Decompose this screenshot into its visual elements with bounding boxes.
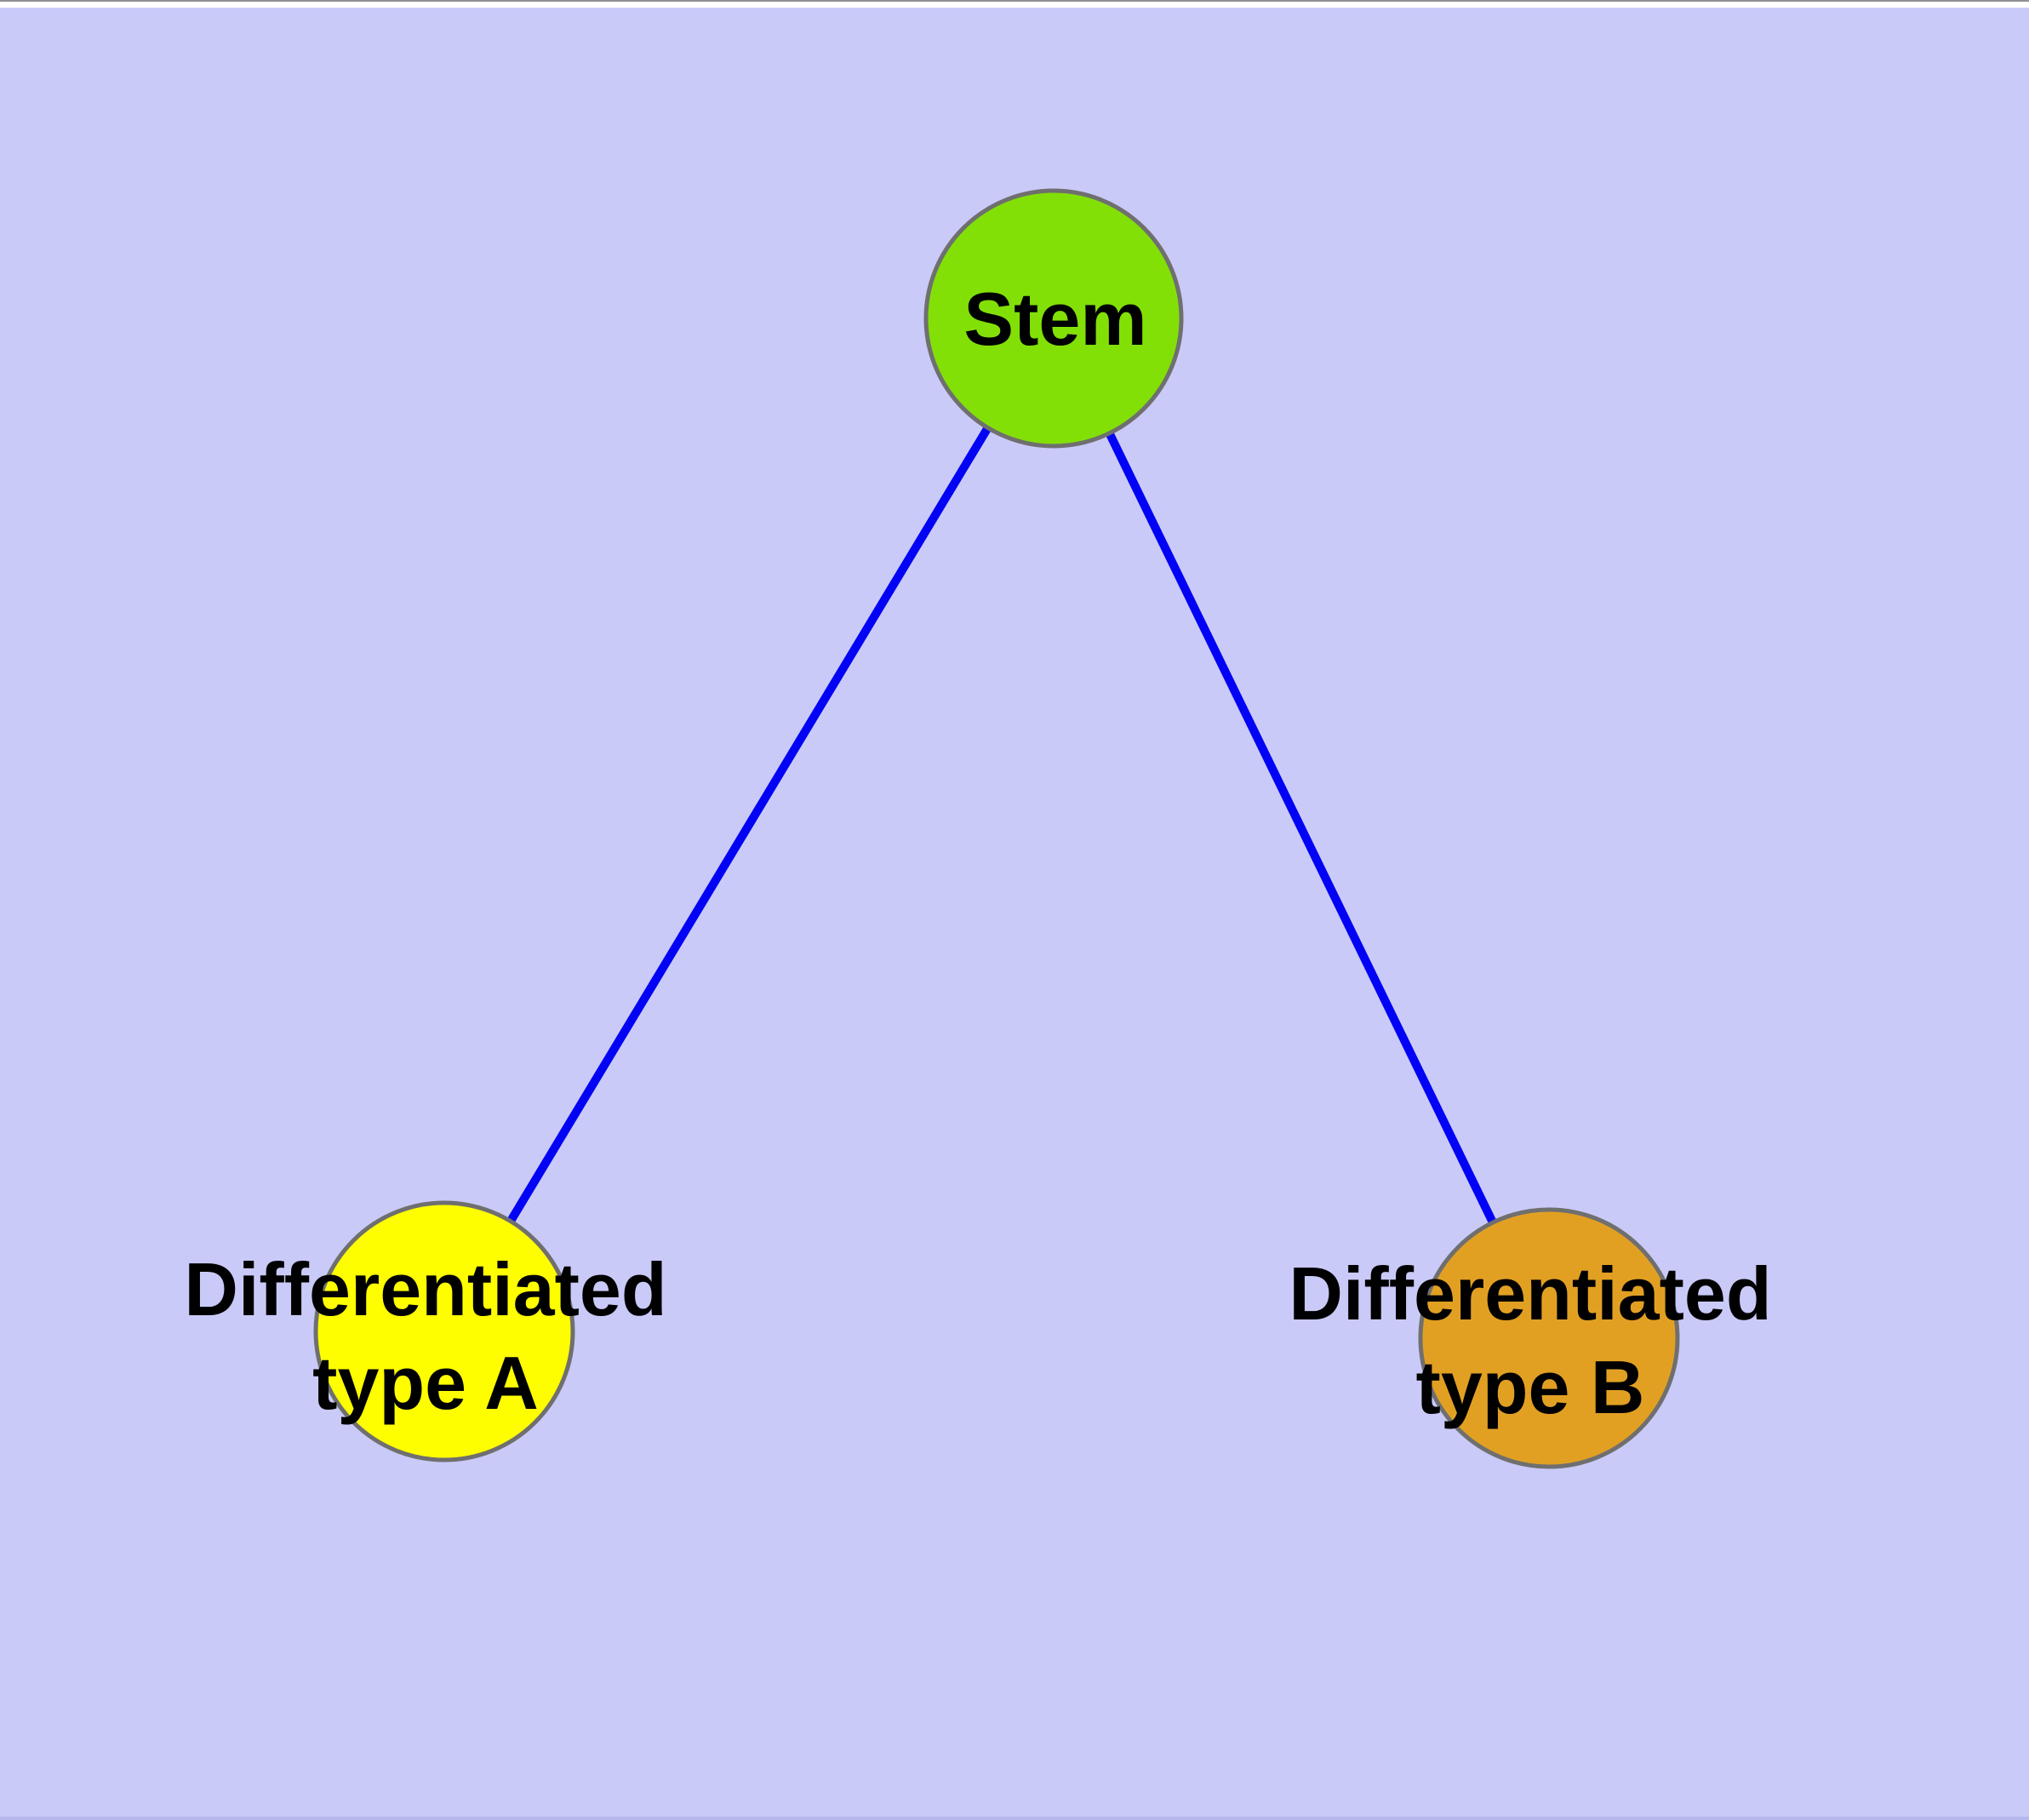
node-stem-label: Stem: [963, 272, 1146, 366]
edge-stem-to-type-a[interactable]: [440, 316, 1058, 1334]
node-type-b-label: Differentiated type B: [1289, 1247, 1771, 1434]
node-differentiated-type-a[interactable]: [313, 1200, 575, 1462]
node-type-a-label-line2: type A: [312, 1341, 539, 1425]
node-stem-label-text: Stem: [963, 277, 1147, 361]
window-top-border: [0, 0, 2029, 2]
window-top-strip: [0, 2, 2029, 8]
edge-stem-to-type-b[interactable]: [1049, 316, 1553, 1341]
node-stem[interactable]: [923, 188, 1184, 449]
node-differentiated-type-b[interactable]: [1418, 1207, 1680, 1469]
node-type-b-label-line2: type B: [1415, 1345, 1645, 1429]
window-bottom-strip: [0, 1817, 2029, 1820]
node-type-b-label-line1: Differentiated: [1289, 1251, 1772, 1336]
node-type-a-label: Differentiated type A: [184, 1243, 666, 1430]
node-type-a-label-line1: Differentiated: [184, 1247, 667, 1331]
